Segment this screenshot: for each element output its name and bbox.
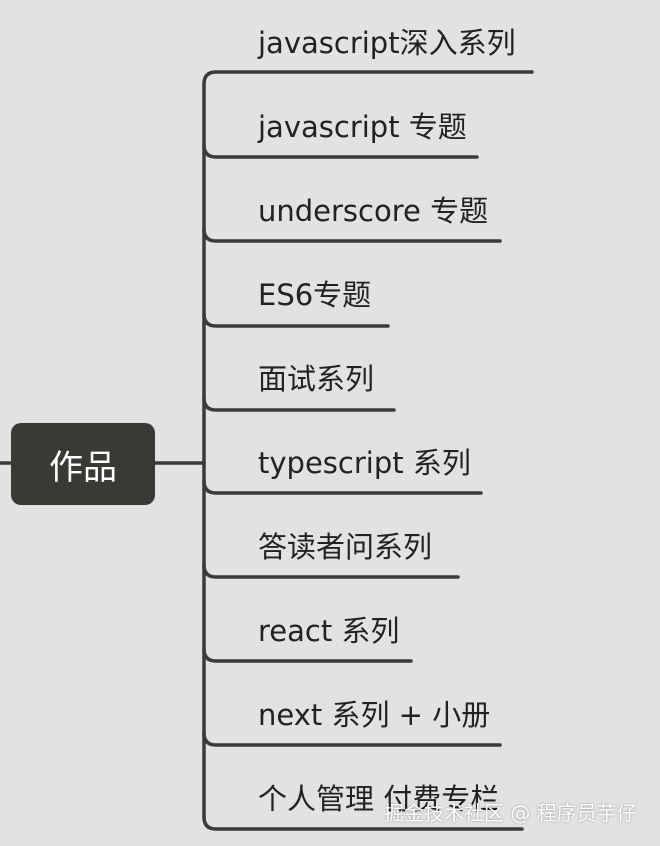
branch-underline — [202, 647, 413, 663]
branch-label[interactable]: react 系列 — [258, 614, 400, 648]
branch-label[interactable]: ES6专题 — [258, 278, 372, 312]
root-node[interactable]: 作品 — [11, 423, 155, 505]
branch-underline — [202, 143, 479, 159]
branch-label[interactable]: javascript 专题 — [258, 110, 467, 144]
branch-underline — [202, 479, 483, 495]
branch-underline — [202, 70, 534, 86]
branch-underline — [202, 227, 502, 243]
branch-label[interactable]: 个人管理 付费专栏 — [258, 782, 500, 816]
branch-underline — [202, 731, 502, 747]
branch-label[interactable]: next 系列 + 小册 — [258, 698, 491, 732]
branch-label[interactable]: underscore 专题 — [258, 194, 489, 228]
watermark: 掘金技术社区 @ 程序员芋仔 — [384, 801, 637, 825]
branch-underline — [202, 815, 524, 831]
branch-underline — [202, 396, 396, 412]
branch-label[interactable]: typescript 系列 — [258, 446, 471, 480]
branch-underline — [202, 312, 390, 328]
branch-label[interactable]: 答读者问系列 — [258, 530, 433, 564]
branch-label[interactable]: 面试系列 — [258, 362, 375, 396]
branch-underline — [202, 563, 460, 579]
root-label: 作品 — [49, 447, 117, 488]
branch-label[interactable]: javascript深入系列 — [258, 26, 516, 60]
